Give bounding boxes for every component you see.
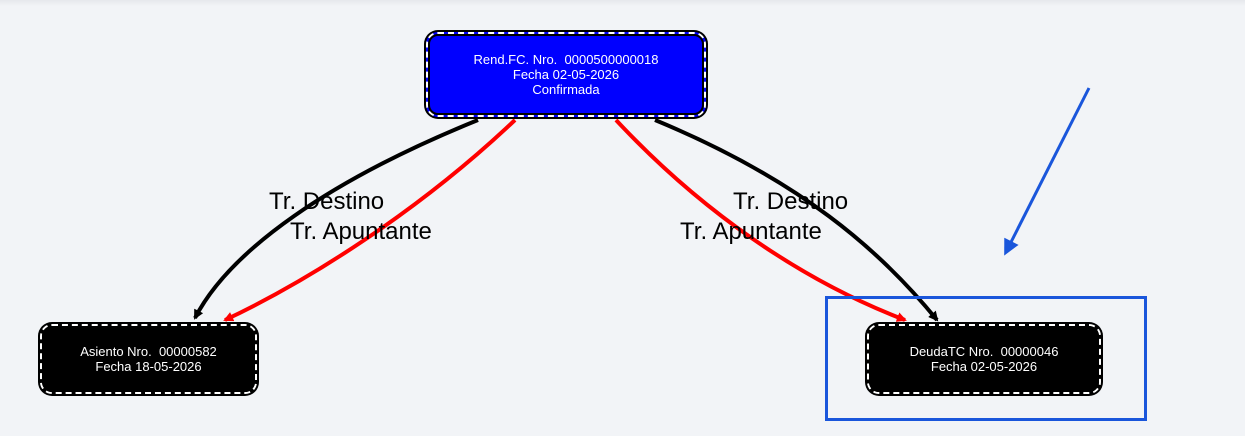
top-divider <box>0 0 1245 6</box>
node-deuda-date: Fecha 02-05-2026 <box>930 359 1038 374</box>
edge-left-apuntante <box>223 118 517 322</box>
edge-label-right-apuntante: Tr. Apuntante <box>680 218 822 245</box>
node-deuda-title: DeudaTC Nro. 00000046 <box>909 344 1059 359</box>
edge-label-left-destino: Tr. Destino <box>269 188 385 215</box>
edge-left-destino <box>193 118 479 320</box>
annotation-highlight-box <box>825 296 1147 421</box>
node-root-status: Confirmada <box>532 82 600 97</box>
node-asiento[interactable]: Asiento Nro. 00000582 Fecha 18-05-2026 <box>40 324 257 394</box>
node-rendicion-fc[interactable]: Rend.FC. Nro. 0000500000018 Fecha 02-05-… <box>426 32 706 117</box>
node-asiento-title: Asiento Nro. 00000582 <box>80 344 217 359</box>
annotation-arrow <box>1004 87 1091 256</box>
edge-label-left-apuntante: Tr. Apuntante <box>290 218 432 245</box>
edge-label-right-destino: Tr. Destino <box>733 188 849 215</box>
edge-right-apuntante <box>614 118 907 322</box>
node-asiento-date: Fecha 18-05-2026 <box>95 359 202 374</box>
node-deudatc[interactable]: DeudaTC Nro. 00000046 Fecha 02-05-2026 <box>867 324 1101 394</box>
edge-right-destino <box>654 118 939 322</box>
node-root-date: Fecha 02-05-2026 <box>512 67 620 82</box>
node-root-title: Rend.FC. Nro. 0000500000018 <box>473 52 659 67</box>
